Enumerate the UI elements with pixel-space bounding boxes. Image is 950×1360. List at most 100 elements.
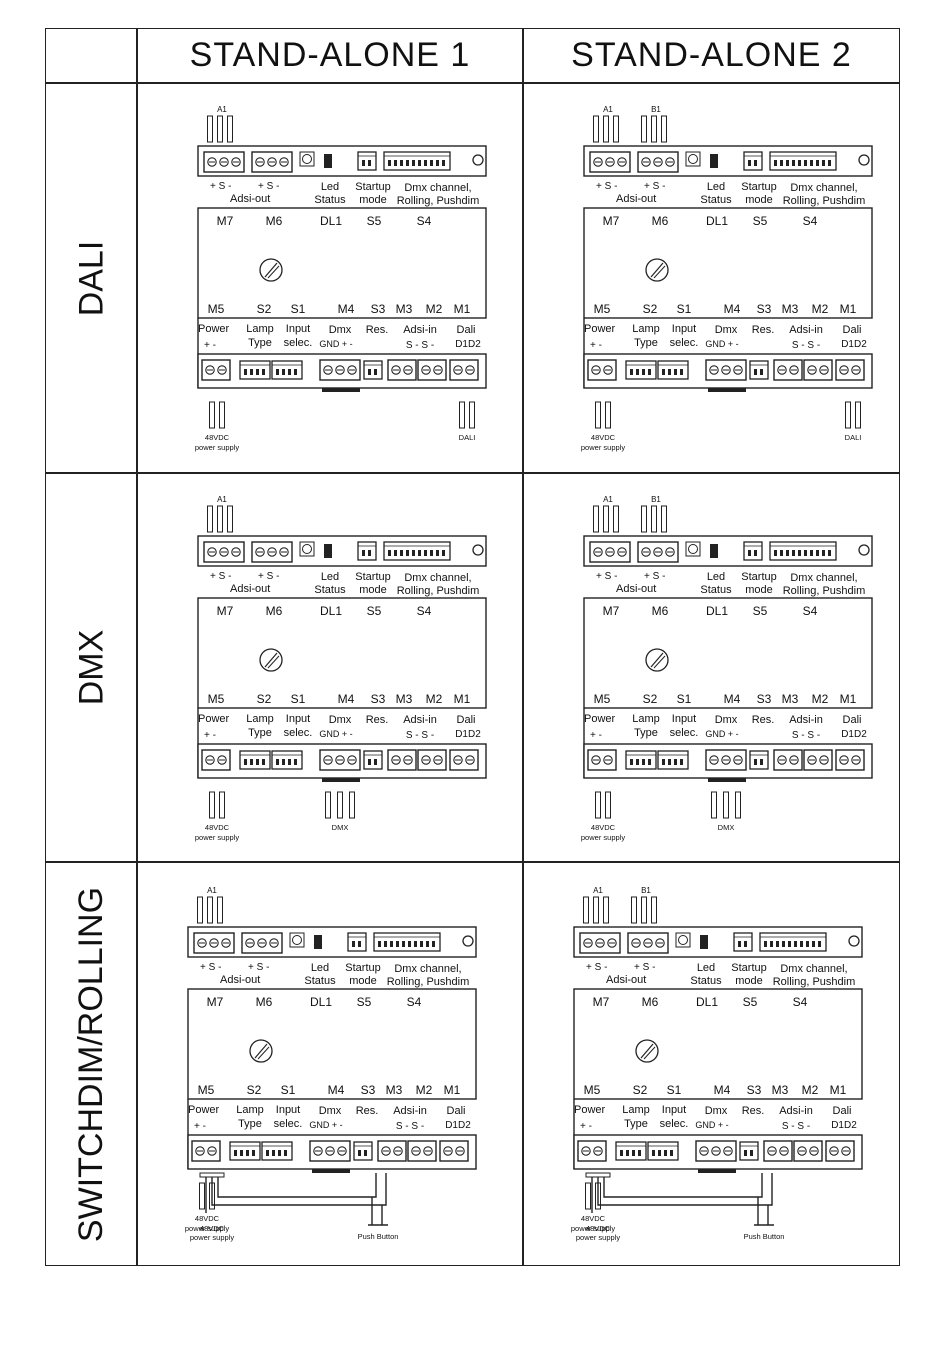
dip-switch [798, 160, 801, 166]
power-polarity: + - [580, 1121, 592, 1132]
led-icon [688, 154, 698, 164]
dip-switch [394, 160, 397, 166]
bottom-id-s2: S2 [257, 302, 272, 316]
led-label: Status [304, 975, 336, 987]
dip-switch [368, 160, 371, 166]
dip-switch [638, 1150, 641, 1156]
dip-switch [432, 941, 435, 947]
power-polarity: + - [590, 730, 602, 741]
dip-switch [424, 550, 427, 556]
adsi-in-label: Adsi-in [789, 324, 823, 336]
dip-switch [674, 759, 677, 765]
startup-jumper [710, 154, 718, 168]
dip-switch [782, 941, 785, 947]
bottom-id-m2: M2 [426, 302, 443, 316]
adsi-out-pins: + S - [200, 962, 221, 973]
input-wire [661, 115, 667, 143]
row-header-dmx: DMX [72, 629, 111, 706]
dip-switch [262, 759, 265, 765]
top-housing [583, 145, 873, 177]
top-id-m7: M7 [593, 995, 610, 1009]
top-id-s4: S4 [407, 995, 422, 1009]
dip-switch [418, 550, 421, 556]
dali-pins: D1D2 [455, 729, 481, 740]
dip-switch [244, 759, 247, 765]
startup-label: mode [359, 194, 387, 206]
input-select-label: selec. [660, 1118, 689, 1130]
dali-label: Dali [833, 1105, 852, 1117]
bottom-id-s3: S3 [361, 1083, 376, 1097]
dali-wire [469, 401, 475, 429]
top-id-s5: S5 [743, 995, 758, 1009]
dip-switch [396, 941, 399, 947]
row-divider [46, 82, 899, 84]
dip-switch [276, 369, 279, 375]
dip-switch [818, 941, 821, 947]
central-panel [187, 988, 477, 1100]
input-label: A1 [603, 105, 613, 114]
fuse-mark [264, 652, 278, 668]
power-supply-sublabel: power supply [576, 1233, 620, 1242]
dip-switch [748, 160, 751, 166]
power-supply-label: 48VDC [195, 1214, 220, 1223]
bottom-id-s3: S3 [747, 1083, 762, 1097]
power-supply-sublabel: power supply [195, 833, 239, 842]
dali-wire [845, 401, 851, 429]
dali-pins: D1D2 [445, 1120, 471, 1131]
power-wire [219, 791, 225, 819]
bottom-id-m2: M2 [802, 1083, 819, 1097]
startup-label: mode [745, 584, 773, 596]
top-id-s5: S5 [753, 604, 768, 618]
startup-jumper [324, 154, 332, 168]
push-button-wiring [205, 1173, 387, 1225]
led-label: Led [321, 571, 339, 583]
adsi-out-label: Adsi-out [606, 974, 646, 986]
central-panel [197, 207, 487, 319]
dip-switch [822, 160, 825, 166]
adsi-out-pins: + S - [258, 571, 279, 582]
startup-label: mode [745, 194, 773, 206]
lamp-label: Lamp [632, 713, 660, 725]
dip-switch [278, 1150, 281, 1156]
dali-wire [855, 401, 861, 429]
power-supply-label: 48VDC [200, 1224, 225, 1233]
dali-terminal [835, 359, 865, 381]
power-supply-label: 48VDC [205, 433, 230, 442]
dip-switch [256, 759, 259, 765]
input-wire [227, 115, 233, 143]
dip-switch [760, 369, 763, 375]
input-wire [207, 505, 213, 533]
dmx-label: Dmx [705, 1105, 728, 1117]
bottom-id-m3: M3 [396, 302, 413, 316]
dip-switch [780, 160, 783, 166]
dip-switch [414, 941, 417, 947]
lamp-label: Type [624, 1118, 648, 1130]
bottom-id-m3: M3 [782, 692, 799, 706]
dali-label: Dali [457, 324, 476, 336]
adsi-in-terminal-a [773, 749, 803, 771]
dmx-connector-bar [698, 1169, 736, 1173]
top-id-m6: M6 [256, 995, 273, 1009]
input-label: A1 [603, 495, 613, 504]
dmx-connector-bar [322, 778, 360, 782]
power-polarity: + - [204, 340, 216, 351]
dip-switch [288, 759, 291, 765]
power-wire [585, 1182, 591, 1210]
dip-switch [754, 550, 757, 556]
bottom-id-m4: M4 [338, 692, 355, 706]
dmx-pins: GND + - [319, 339, 352, 349]
dmx-channel-dip [383, 151, 451, 171]
dali-terminal [439, 1140, 469, 1162]
dmx-connector-bar [708, 388, 746, 392]
diagram-switch-1: A1+ S -+ S -Adsi-outLedStatusStartupmode… [185, 886, 477, 1242]
res-label: Res. [356, 1105, 379, 1117]
dip-switch [406, 160, 409, 166]
dip-switch [384, 941, 387, 947]
bottom-id-m4: M4 [714, 1083, 731, 1097]
input-select-label: Input [286, 713, 310, 725]
res-label: Res. [742, 1105, 765, 1117]
input-wire [593, 896, 599, 924]
column-divider [136, 29, 138, 1265]
lamp-label: Lamp [632, 323, 660, 335]
startup-jumper [700, 935, 708, 949]
